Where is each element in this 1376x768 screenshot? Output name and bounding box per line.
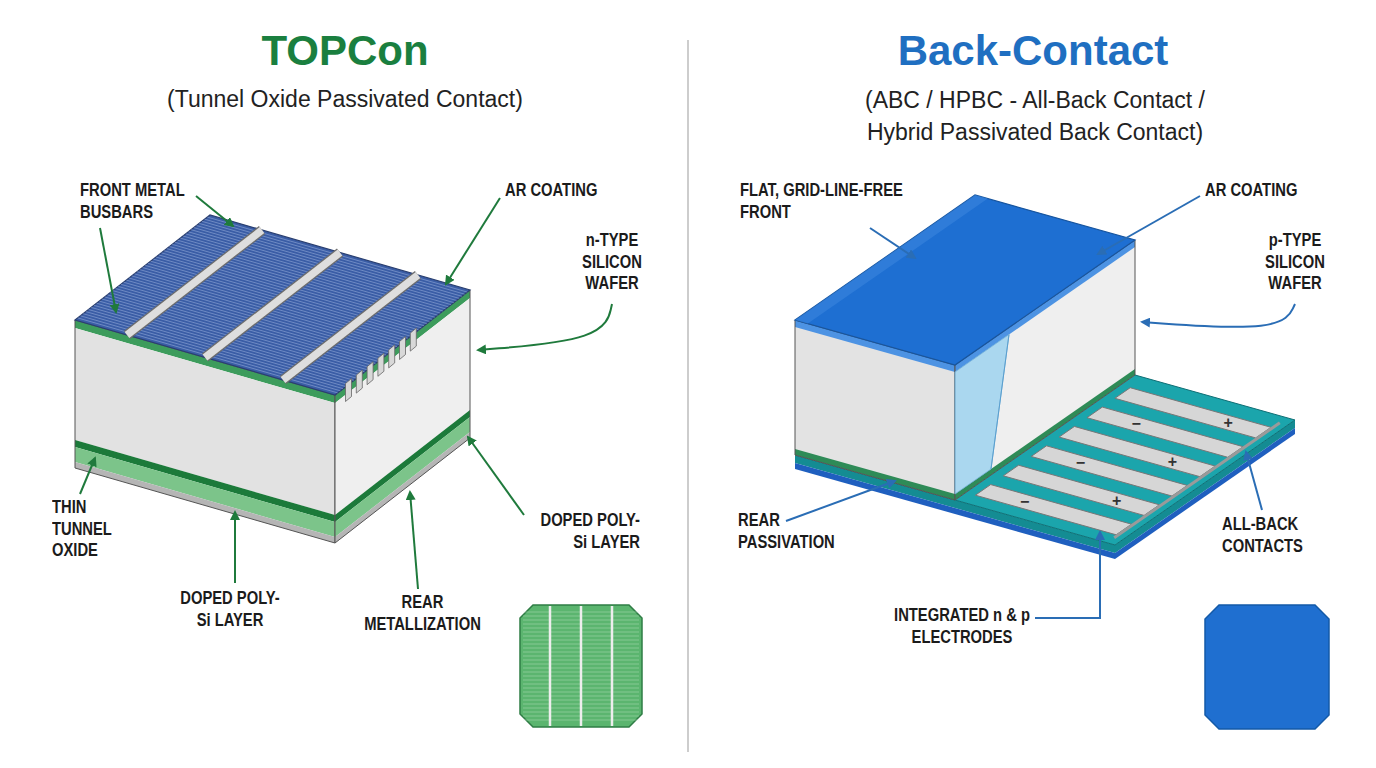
back-contact-icon [1205, 605, 1329, 729]
finger-tab [346, 379, 352, 402]
finger-tab [378, 353, 384, 376]
front-surface [795, 195, 1135, 365]
callout-label: INTEGRATED n & p ELECTRODES [890, 605, 1034, 648]
icon-busbar [611, 606, 614, 726]
polarity-sign: − [1019, 492, 1031, 511]
poly-si-layer [75, 447, 335, 537]
leader-arrow [80, 458, 95, 494]
leader-arrow [100, 228, 116, 312]
tunnel-oxide-layer [75, 440, 335, 522]
leader-arrow [1246, 452, 1262, 510]
panel-title: Back-Contact [897, 26, 1170, 76]
poly-si-layer [335, 417, 470, 537]
cell-icon [1205, 605, 1329, 729]
leader-arrow [1035, 532, 1100, 618]
busbar-edge [205, 253, 340, 358]
busbar-edge [127, 230, 262, 335]
finger-tab [400, 337, 406, 360]
leader-arrow [446, 198, 500, 284]
leader-arrow [1098, 196, 1200, 254]
front-busbar [283, 275, 418, 380]
callout-label: DOPED POLY-Si LAYER [174, 588, 286, 631]
polarity-sign: − [1130, 414, 1142, 433]
finger-tab [356, 370, 362, 393]
panel-subtitle: (ABC / HPBC - All-Back Contact / Hybrid … [863, 84, 1207, 148]
finger-tab [389, 345, 395, 368]
rear-metal-layer [335, 432, 470, 543]
leader-arrow [196, 196, 233, 226]
finger-tab [367, 362, 373, 385]
callout-arrows [80, 196, 1295, 618]
back-contact-cell [795, 195, 1295, 559]
polarity-sign: − [1074, 453, 1086, 472]
callout-label: AR COATING [505, 180, 599, 202]
callout-label: DOPED POLY-Si LAYER [528, 510, 640, 553]
surface-highlight [795, 195, 988, 324]
callout-label: REAR METALLIZATION [363, 592, 482, 635]
callout-label: ALL-BACK CONTACTS [1222, 514, 1305, 557]
panel-title: TOPCon [260, 26, 430, 76]
front-busbar [205, 253, 340, 358]
callout-label: n-TYPE SILICON WAFER [581, 230, 643, 295]
rear-passivation-layer [795, 449, 955, 500]
cell-icon [520, 605, 642, 727]
callout-label: p-TYPE SILICON WAFER [1264, 230, 1326, 295]
divider-group [688, 40, 689, 752]
front-busbar [127, 230, 262, 335]
panel-divider [687, 40, 689, 752]
busbar-edge [283, 275, 418, 380]
callout-label: REAR PASSIVATION [738, 510, 837, 553]
polarity-sign: + [1111, 491, 1123, 510]
finger-tab [410, 328, 416, 351]
leader-arrow [410, 492, 418, 589]
leader-arrow [870, 228, 915, 258]
front-surface [75, 215, 470, 395]
back-contact-finger [1115, 388, 1271, 438]
callout-label: THIN TUNNEL OXIDE [52, 497, 114, 562]
callout-label: FRONT METAL BUSBARS [80, 180, 187, 223]
tunnel-oxide-layer [335, 410, 470, 522]
leader-arrow [1142, 304, 1295, 327]
rear-metal-layer [75, 462, 335, 543]
icon-busbar [549, 606, 552, 726]
callout-label: AR COATING [1205, 180, 1299, 202]
leader-arrow [468, 437, 524, 515]
cutaway-edge [991, 335, 1009, 470]
leader-arrow [786, 481, 895, 521]
topcon-icon [520, 605, 642, 727]
polarity-sign: + [1222, 413, 1234, 432]
callout-label: FLAT, GRID-LINE-FREE FRONT [740, 180, 905, 223]
panel-subtitle: (Tunnel Oxide Passivated Contact) [166, 86, 524, 114]
leader-arrow [234, 512, 236, 583]
polarity-sign: + [1166, 452, 1178, 471]
leader-arrow [478, 304, 612, 350]
icon-busbar [580, 606, 583, 726]
